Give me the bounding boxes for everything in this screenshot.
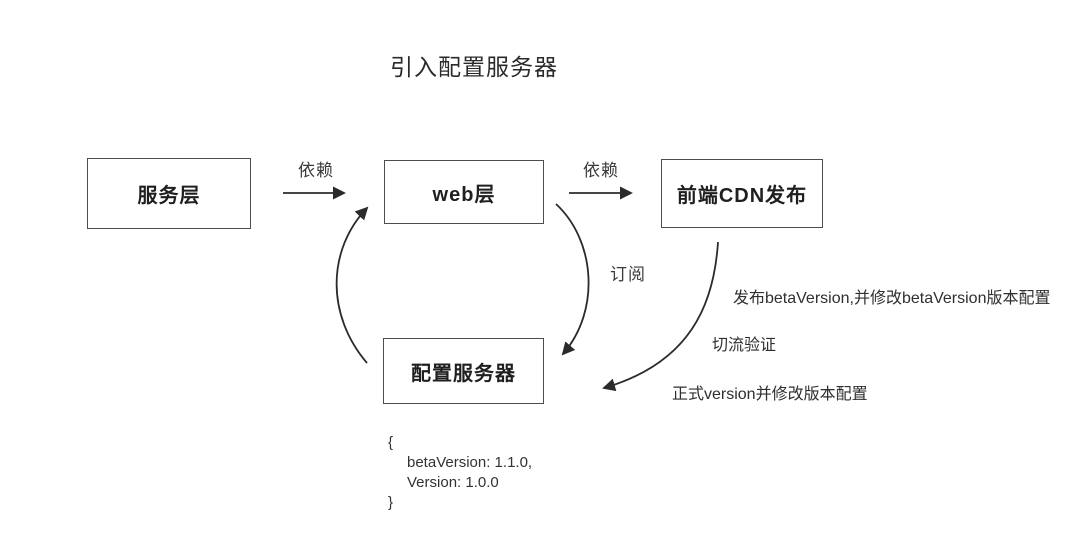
code-block: { betaVersion: 1.1.0, Version: 1.0.0 }: [388, 433, 532, 513]
code-line-beta-version: betaVersion: 1.1.0,: [407, 454, 533, 471]
edge-label-dependency-2: 依赖: [583, 161, 619, 180]
arrow-cdn-to-config: [602, 241, 719, 392]
edge-label-subscribe: 订阅: [610, 265, 646, 284]
node-web-layer: web层: [384, 160, 544, 224]
annotation-beta-version: 发布betaVersion,并修改betaVersion版本配置: [733, 290, 1051, 307]
annotation-official-version: 正式version并修改版本配置: [672, 386, 868, 403]
annotation-traffic-switch: 切流验证: [712, 337, 777, 354]
node-cdn-publish: 前端CDN发布: [661, 159, 823, 228]
node-label: 配置服务器: [411, 362, 516, 385]
arrow-config-to-web: [335, 206, 369, 364]
node-label: web层: [432, 183, 496, 206]
edge-label-dependency-1: 依赖: [298, 161, 334, 180]
page-title: 引入配置服务器: [390, 54, 558, 80]
node-label: 前端CDN发布: [676, 185, 808, 207]
code-line-version: Version: 1.0.0: [407, 474, 499, 491]
node-config-server: 配置服务器: [383, 338, 544, 404]
code-line-close-brace: }: [388, 494, 394, 511]
node-label: 服务层: [137, 185, 201, 207]
node-service-layer: 服务层: [87, 158, 251, 229]
code-line-open-brace: {: [388, 434, 394, 451]
arrow-web-to-config-subscribe: [555, 203, 590, 356]
